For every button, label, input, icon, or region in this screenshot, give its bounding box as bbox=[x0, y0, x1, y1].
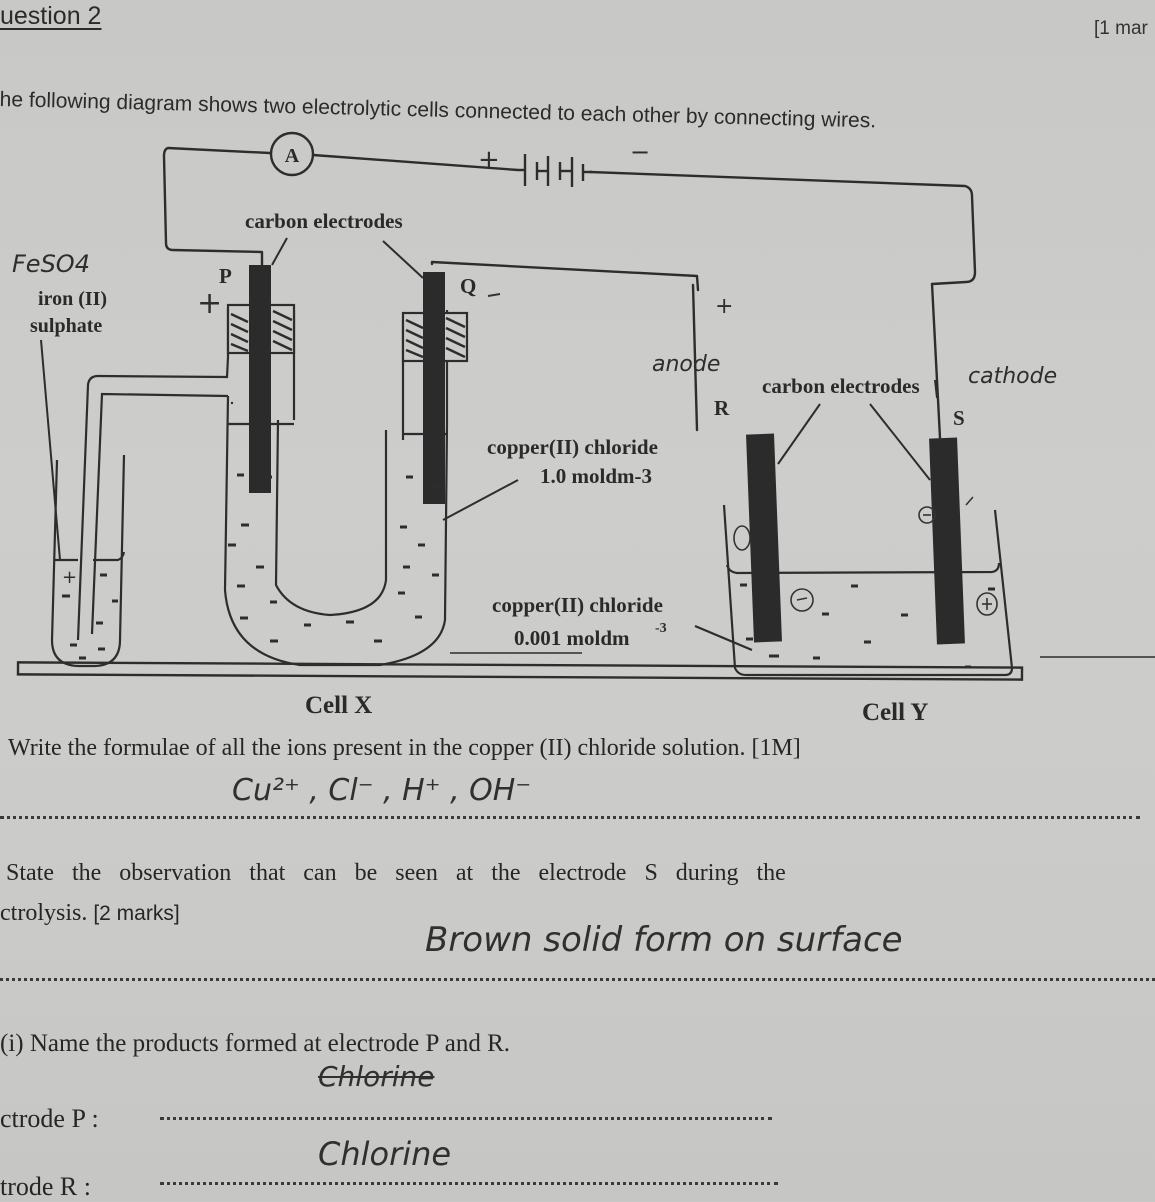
answer-a[interactable]: Cu²⁺ , Cl⁻ , H⁺ , OH⁻ bbox=[232, 773, 532, 808]
svg-text:+: + bbox=[478, 145, 500, 175]
svg-text:0.001 moldm: 0.001 moldm bbox=[514, 626, 630, 650]
question-b-text-line2-text: ctrolysis. bbox=[0, 900, 88, 926]
ion-dashes-test-tube bbox=[62, 573, 118, 660]
answer-line-p bbox=[160, 1117, 772, 1120]
electrode-q bbox=[423, 272, 445, 504]
ion-dashes-u-tube bbox=[228, 473, 440, 643]
base-plate bbox=[16, 661, 1024, 681]
answer-r[interactable]: Chlorine bbox=[318, 1135, 452, 1173]
svg-text:carbon electrodes: carbon electrodes bbox=[245, 209, 403, 233]
svg-text:anode: anode bbox=[652, 352, 720, 377]
svg-text:P: P bbox=[219, 264, 232, 288]
electrolysis-diagram: A + − carbon electrodes P Q + FeSO4 iron… bbox=[12, 131, 1155, 726]
question-c-text: (i) Name the products formed at electrod… bbox=[0, 1030, 511, 1057]
electrode-p-label: ctrode P : bbox=[0, 1104, 99, 1133]
svg-text:cathode: cathode bbox=[968, 364, 1057, 389]
test-tube bbox=[50, 356, 230, 668]
svg-text:+: + bbox=[715, 294, 733, 319]
svg-text:Q: Q bbox=[460, 274, 476, 298]
answer-b[interactable]: Brown solid form on surface bbox=[425, 920, 903, 960]
electrode-p bbox=[249, 265, 271, 493]
ammeter-icon: A bbox=[269, 131, 315, 177]
svg-text:FeSO4: FeSO4 bbox=[12, 250, 90, 278]
svg-text:S: S bbox=[953, 406, 965, 430]
answer-line-r bbox=[160, 1182, 778, 1185]
svg-text:+: + bbox=[62, 567, 77, 588]
battery-icon bbox=[518, 154, 592, 187]
svg-text:copper(II) chloride: copper(II) chloride bbox=[492, 593, 663, 617]
svg-text:+: + bbox=[197, 286, 222, 321]
svg-text:copper(II) chloride: copper(II) chloride bbox=[487, 435, 658, 459]
svg-text:A: A bbox=[285, 145, 300, 167]
question-b-text-line2: ctrolysis. [2 marks] bbox=[0, 900, 180, 927]
electrode-r bbox=[746, 433, 782, 643]
svg-text:Cell Y: Cell Y bbox=[862, 699, 928, 726]
electrode-r-label: trode R : bbox=[0, 1172, 91, 1201]
question-title: uestion 2 bbox=[0, 2, 102, 30]
svg-text:−: − bbox=[630, 138, 650, 166]
question-b-marks: [2 marks] bbox=[93, 902, 180, 925]
beaker bbox=[722, 504, 1014, 677]
svg-text:R: R bbox=[714, 396, 730, 420]
electrode-s bbox=[929, 437, 965, 645]
answer-p-struck[interactable]: Chlorine bbox=[318, 1060, 435, 1093]
svg-text:-3: -3 bbox=[655, 621, 667, 636]
svg-text:1.0 moldm-3: 1.0 moldm-3 bbox=[540, 464, 652, 488]
question-b-text-line1: State the observation that can be seen a… bbox=[6, 860, 786, 886]
marks-label: [1 mar bbox=[1094, 18, 1148, 39]
svg-text:iron (II): iron (II) bbox=[38, 288, 107, 310]
svg-text:sulphate: sulphate bbox=[30, 315, 102, 337]
answer-line-a bbox=[0, 816, 1140, 819]
svg-text:carbon electrodes: carbon electrodes bbox=[762, 374, 920, 398]
svg-text:Cell X: Cell X bbox=[305, 692, 372, 719]
question-a-text: Write the formulae of all the ions prese… bbox=[8, 735, 801, 761]
answer-line-b bbox=[0, 978, 1155, 981]
